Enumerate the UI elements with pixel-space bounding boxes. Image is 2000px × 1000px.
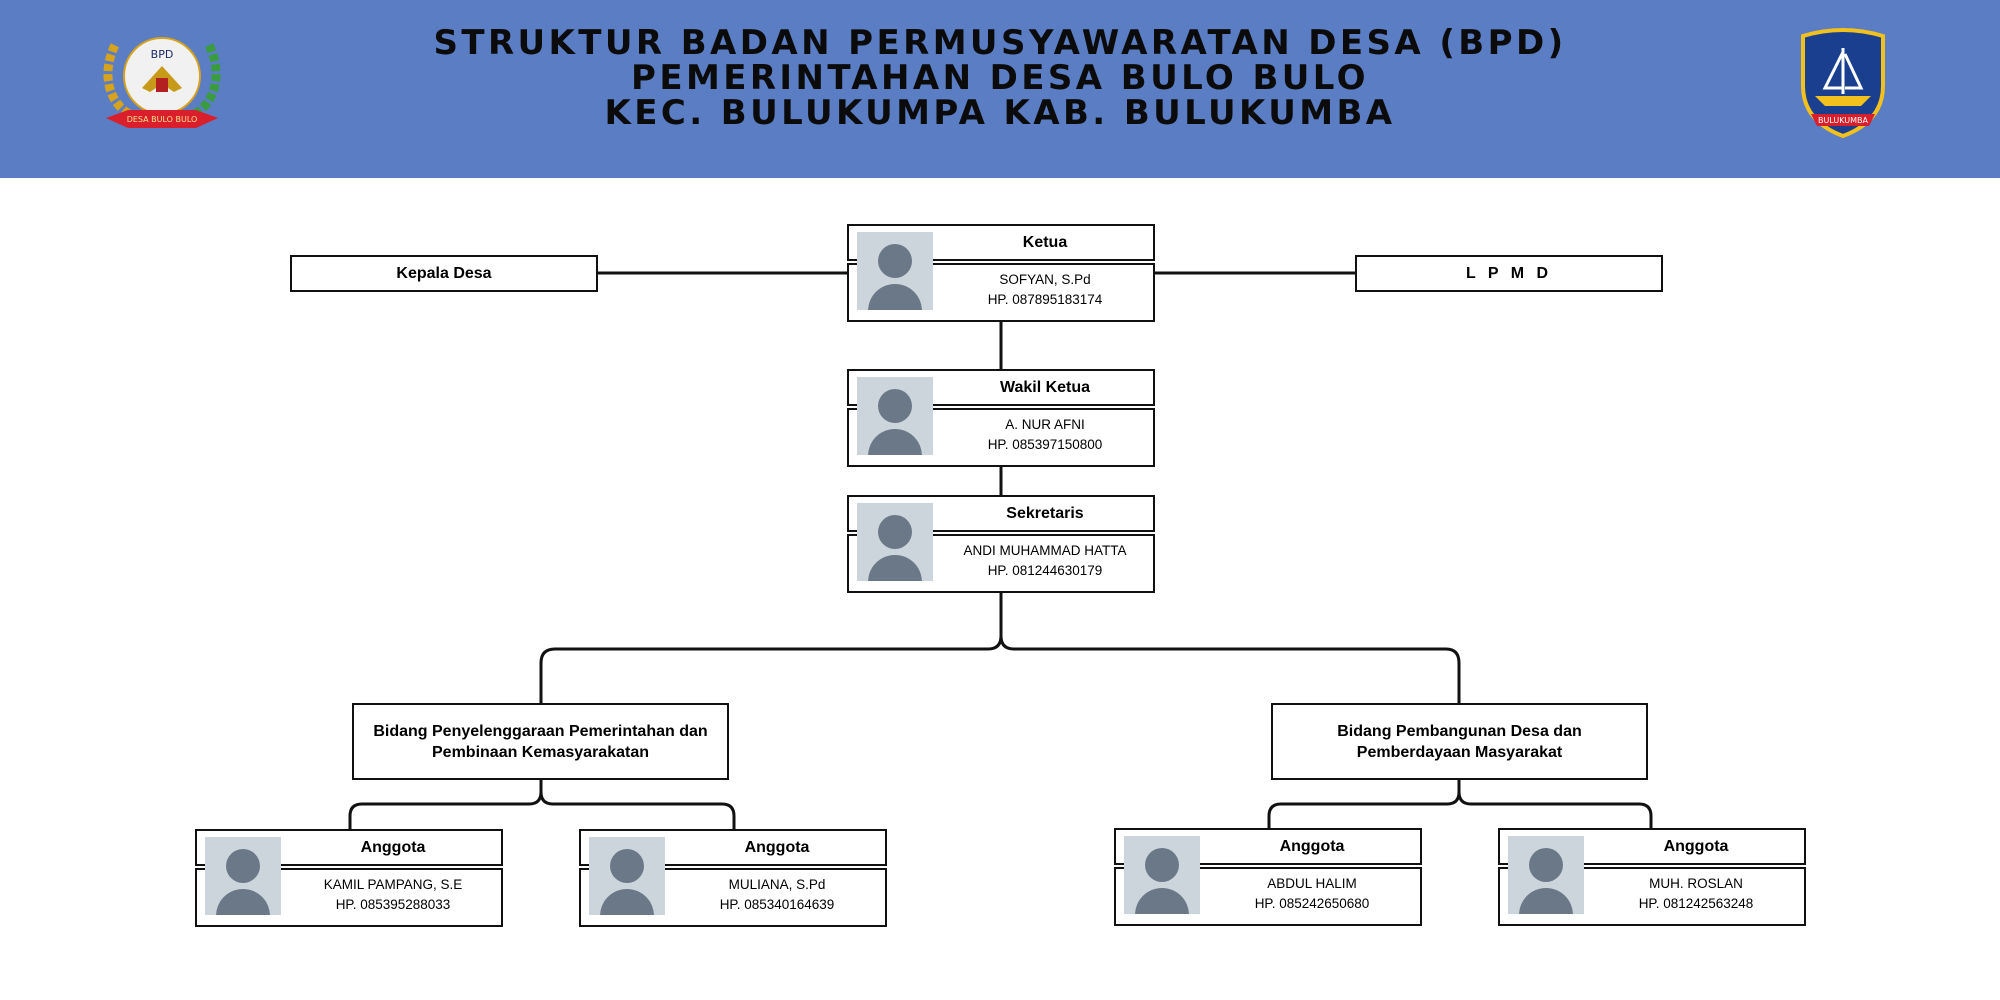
member-role: Anggota [1279, 838, 1345, 855]
avatar-placeholder-icon [589, 837, 665, 915]
member-role: Anggota [360, 839, 426, 856]
bulukumba-shield-logo: BULUKUMBA [1795, 26, 1891, 139]
member-name: KAMIL PAMPANG, S.E [323, 877, 463, 892]
member-name: MULIANA, S.Pd [728, 877, 826, 892]
wakil-ketua-card: Wakil Ketua A. NUR AFNI HP. 085397150800 [847, 369, 1155, 467]
anggota-card-1: Anggota KAMIL PAMPANG, S.E HP. 085395288… [195, 829, 503, 927]
member-phone: HP. 081242563248 [1638, 896, 1754, 911]
bpd-logo-text: BPD [151, 48, 174, 61]
anggota-card-2: Anggota MULIANA, S.Pd HP. 085340164639 [579, 829, 887, 927]
anggota-card-3: Anggota ABDUL HALIM HP. 085242650680 [1114, 828, 1422, 926]
avatar-placeholder-icon [857, 232, 933, 310]
member-phone: HP. 085340164639 [719, 897, 835, 912]
kepala-desa-box: Kepala Desa [290, 255, 598, 292]
wakil-ketua-role: Wakil Ketua [999, 379, 1091, 396]
lpmd-box: L P M D [1355, 255, 1663, 292]
department-name: Bidang Pembangunan Desa dan Pemberdayaan… [1337, 722, 1582, 761]
kepala-desa-label: Kepala Desa [396, 264, 492, 282]
ketua-card: Ketua SOFYAN, S.Pd HP. 087895183174 [847, 224, 1155, 322]
sekretaris-card: Sekretaris ANDI MUHAMMAD HATTA HP. 08124… [847, 495, 1155, 593]
avatar-placeholder-icon [857, 503, 933, 581]
ketua-name: SOFYAN, S.Pd [999, 272, 1091, 287]
sekretaris-phone: HP. 081244630179 [987, 563, 1103, 578]
ketua-phone: HP. 087895183174 [987, 292, 1103, 307]
department-box-pembangunan: Bidang Pembangunan Desa dan Pemberdayaan… [1271, 703, 1648, 780]
wakil-ketua-phone: HP. 085397150800 [987, 437, 1103, 452]
title-line-3: KEC. BULUKUMPA KAB. BULUKUMBA [604, 93, 1396, 133]
bulukumba-logo-ribbon-text: BULUKUMBA [1818, 116, 1869, 125]
avatar-placeholder-icon [1508, 836, 1584, 914]
avatar-placeholder-icon [857, 377, 933, 455]
page-title: STRUKTUR BADAN PERMUSYAWARATAN DESA (BPD… [330, 26, 1670, 131]
header-banner: BPD DESA BULO BULO STRUKTUR BADAN PERMUS… [0, 0, 2000, 178]
bpd-emblem-logo: BPD DESA BULO BULO [98, 18, 226, 142]
title-line-1: STRUKTUR BADAN PERMUSYAWARATAN DESA (BPD… [433, 23, 1567, 63]
department-name: Bidang Penyelenggaraan Pemerintahan dan … [373, 722, 708, 761]
title-line-2: PEMERINTAHAN DESA BULO BULO [631, 58, 1369, 98]
anggota-card-4: Anggota MUH. ROSLAN HP. 081242563248 [1498, 828, 1806, 926]
member-phone: HP. 085242650680 [1254, 896, 1370, 911]
department-box-pemerintahan: Bidang Penyelenggaraan Pemerintahan dan … [352, 703, 729, 780]
avatar-placeholder-icon [205, 837, 281, 915]
avatar-placeholder-icon [1124, 836, 1200, 914]
wakil-ketua-name: A. NUR AFNI [1005, 417, 1085, 432]
lpmd-label: L P M D [1465, 264, 1553, 282]
member-phone: HP. 085395288033 [335, 897, 451, 912]
member-role: Anggota [1663, 838, 1729, 855]
member-role: Anggota [744, 839, 810, 856]
ketua-role: Ketua [1022, 234, 1068, 251]
member-name: ABDUL HALIM [1267, 876, 1357, 891]
bpd-logo-ribbon-text: DESA BULO BULO [127, 115, 198, 124]
sekretaris-name: ANDI MUHAMMAD HATTA [963, 543, 1127, 558]
sekretaris-role: Sekretaris [1006, 505, 1084, 522]
member-name: MUH. ROSLAN [1649, 876, 1743, 891]
